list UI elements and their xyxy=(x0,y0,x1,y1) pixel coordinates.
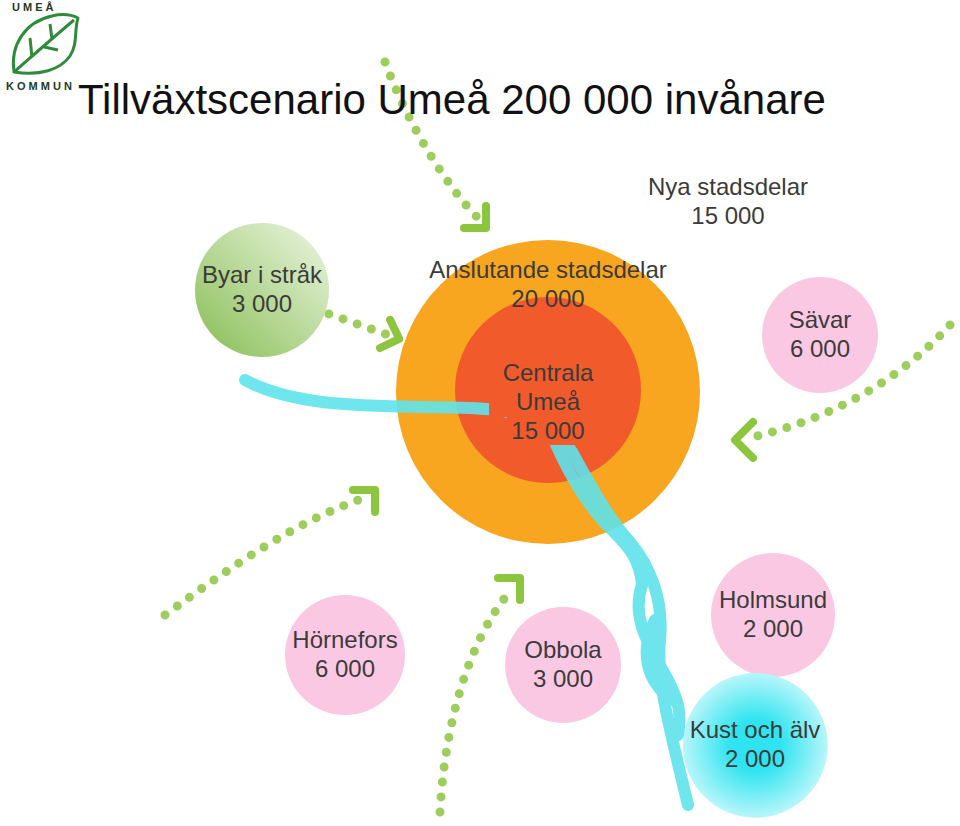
population-number: 2 000 xyxy=(725,745,785,774)
arrow-head xyxy=(498,578,520,600)
river-channel xyxy=(647,620,672,700)
river-channel xyxy=(548,425,642,585)
core-circle: Centrala Umeå15 000 xyxy=(455,297,641,483)
circle-shape xyxy=(505,607,621,723)
circle-shape xyxy=(455,297,641,483)
leaf-vein xyxy=(14,20,74,72)
area-name: Hörnefors xyxy=(292,626,397,655)
area-name: Nya stadsdelar xyxy=(648,173,808,202)
arrow-head xyxy=(735,422,753,458)
arrow-head xyxy=(353,490,375,512)
star-shape xyxy=(395,215,762,612)
circle-shape xyxy=(396,240,700,544)
dotted-arrow xyxy=(440,594,508,812)
area-name: Holmsund xyxy=(719,586,827,615)
village-circle: Byar i stråk3 000 xyxy=(195,223,329,357)
dotted-line xyxy=(329,314,394,337)
area-name: Kust och älv xyxy=(690,716,821,745)
growth-arrows xyxy=(165,62,950,812)
river-channel xyxy=(639,585,680,735)
population-number: 3 000 xyxy=(533,665,593,694)
population-number: 15 000 xyxy=(691,202,764,231)
coast-circle: Kust och älv2 000 xyxy=(683,673,828,818)
leaf-outline xyxy=(13,15,78,74)
population-number: 20 000 xyxy=(511,285,584,314)
leaf-vein xyxy=(30,24,58,57)
area-name: Obbola xyxy=(524,636,601,665)
circle-shape xyxy=(195,223,329,357)
circle-shape xyxy=(711,553,835,677)
logo-text: U M E Å xyxy=(12,1,54,13)
town-circle: Obbola3 000 xyxy=(505,607,621,723)
label-block: Nya stadsdelar15 000 xyxy=(628,173,828,231)
dotted-connector xyxy=(329,314,399,348)
river-channel xyxy=(245,380,688,805)
circle-shape xyxy=(285,595,405,715)
circle-shape xyxy=(683,673,828,818)
logo-leaf xyxy=(13,15,78,74)
area-name: Byar i stråk xyxy=(202,261,322,290)
population-number: 3 000 xyxy=(232,290,292,319)
town-circle: Hörnefors6 000 xyxy=(285,595,405,715)
river xyxy=(245,380,688,805)
town-circle: Sävar6 000 xyxy=(762,277,878,393)
logo-text: K O M M U N xyxy=(6,80,72,92)
population-number: 2 000 xyxy=(743,615,803,644)
diagram-title: Tillväxtscenario Umeå 200 000 invånare xyxy=(78,76,826,124)
population-number: 6 000 xyxy=(790,335,850,364)
circle-shape xyxy=(762,277,878,393)
arrow-head xyxy=(380,320,399,348)
area-name: Anslutande stadsdelar xyxy=(429,256,667,285)
area-name: Centrala Umeå xyxy=(489,359,607,417)
population-number: 6 000 xyxy=(315,655,375,684)
population-number: 15 000 xyxy=(507,417,588,446)
town-circle: Holmsund2 000 xyxy=(711,553,835,677)
area-name: Sävar xyxy=(789,306,852,335)
ring-region: Anslutande stadsdelar20 000Centrala Umeå… xyxy=(396,240,700,544)
